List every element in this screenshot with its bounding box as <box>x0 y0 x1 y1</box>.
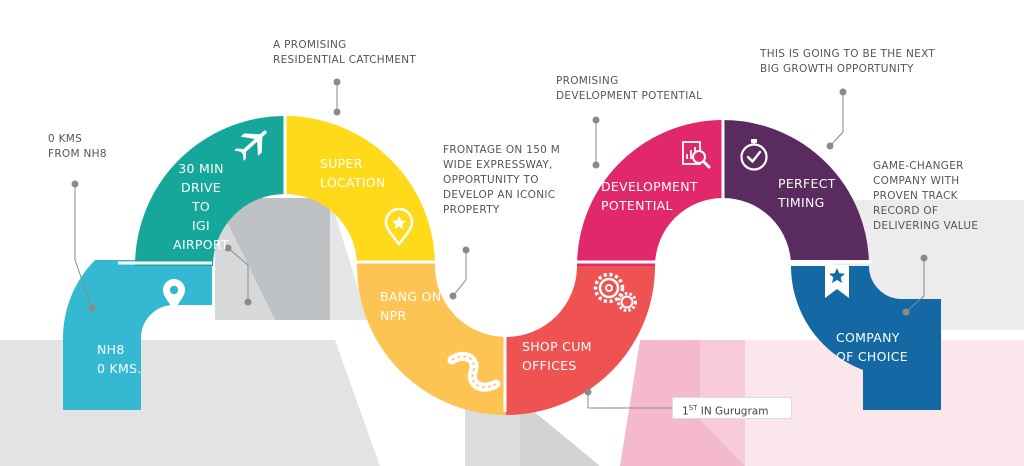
star-ribbon-icon <box>825 265 849 298</box>
annotation-frontage: FRONTAGE ON 150 M WIDE EXPRESSWAY, OPPOR… <box>443 144 561 216</box>
segment-timing-label: PERFECT TIMING <box>778 176 836 210</box>
segment-airport-label: 30 MIN DRIVE TO IGI AIRPORT <box>173 161 229 252</box>
leader-lines <box>71 78 928 409</box>
rank-ordinal: ST <box>688 404 698 412</box>
segment-location-band <box>283 116 435 260</box>
rank-number: 1 <box>682 405 689 418</box>
segment-timing-band <box>721 120 869 260</box>
segment-nh8-band <box>63 260 212 410</box>
segment-shop-band <box>505 264 655 415</box>
segment-location-label: SUPER LOCATION <box>320 156 386 190</box>
annotation-catchment: A PROMISING RESIDENTIAL CATCHMENT <box>273 39 417 66</box>
location-pin-icon <box>163 279 185 310</box>
segment-npr-band-b <box>357 260 508 415</box>
gears-icon <box>593 272 637 312</box>
report-magnifier-icon <box>682 141 711 169</box>
annotation-company: GAME-CHANGER COMPANY WITH PROVEN TRACK R… <box>873 160 979 232</box>
segment-npr-label: BANG ON NPR <box>380 289 442 323</box>
segment-airport-band <box>135 116 285 268</box>
segment-separators <box>118 112 872 412</box>
rank-text: IN Gurugram <box>697 405 769 418</box>
airplane-icon <box>234 130 267 161</box>
segment-shop-label: SHOP CUM OFFICES <box>522 339 592 373</box>
rank-badge: 1ST IN Gurugram <box>672 397 792 419</box>
star-pin-icon <box>384 207 414 247</box>
annotation-growth: THIS IS GOING TO BE THE NEXT BIG GROWTH … <box>760 48 936 75</box>
road-icon <box>447 352 501 392</box>
segment-nh8-label: NH8 0 KMS. <box>97 342 142 376</box>
segment-company-label: COMPANY OF CHOICE <box>836 330 908 364</box>
annotation-development: PROMISING DEVELOPMENT POTENTIAL <box>556 75 703 102</box>
path-band <box>63 116 941 415</box>
annotation-nh8: 0 KMS FROM NH8 <box>48 133 107 160</box>
segment-development-label: DEVELOPMENT POTENTIAL <box>601 179 698 213</box>
stopwatch-check-icon <box>740 139 768 171</box>
